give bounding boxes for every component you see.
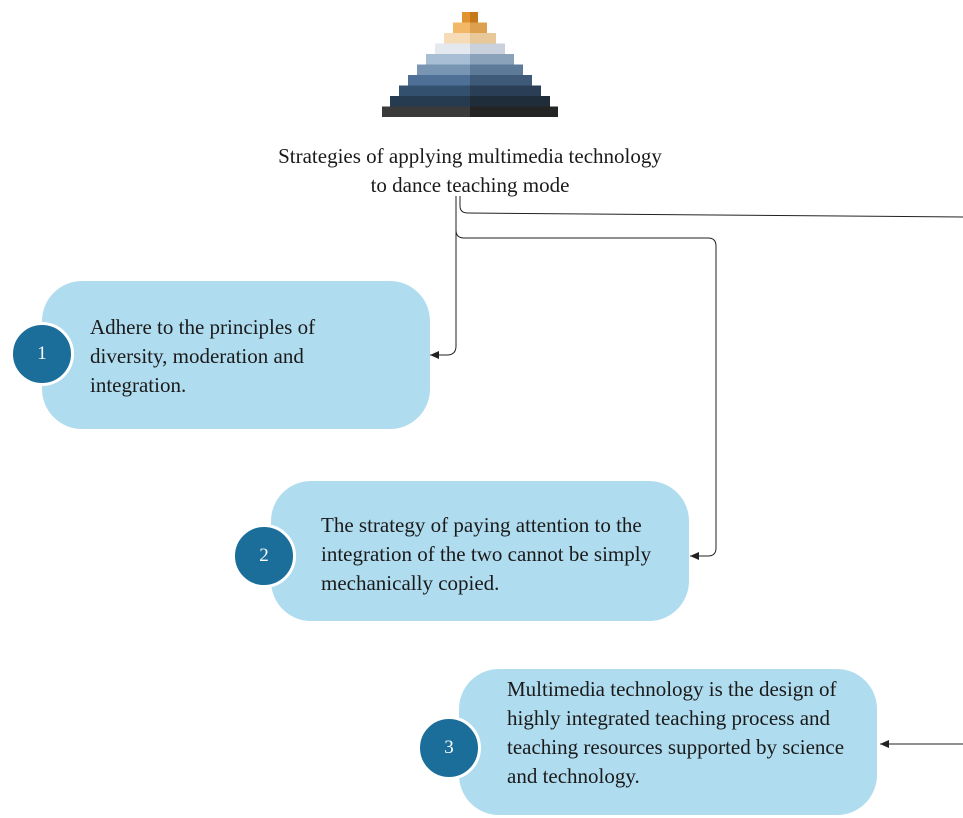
pyramid-tier-left	[408, 75, 470, 86]
pyramid-tier-left	[382, 106, 470, 117]
pyramid-tier-right	[470, 54, 514, 65]
connector-line-3-top	[459, 196, 963, 218]
pyramid-tier-left	[462, 12, 470, 23]
strategy-number-badge-2: 2	[232, 524, 296, 588]
diagram-title: Strategies of applying multimedia techno…	[278, 144, 662, 197]
pyramid-tier-right	[470, 22, 487, 33]
pyramid-tier-right	[470, 106, 558, 117]
pyramid-tier-right	[470, 75, 532, 86]
connector-arrow-2	[455, 196, 717, 560]
strategy-card-2: The strategy of paying attention to the …	[271, 481, 689, 621]
strategy-card-1: Adhere to the principles of diversity, m…	[42, 281, 430, 429]
pyramid-tier-left	[426, 54, 470, 65]
pyramid-tier-left	[390, 96, 470, 107]
strategy-text-2: The strategy of paying attention to the …	[321, 513, 652, 595]
stepped-pyramid-icon	[382, 12, 558, 117]
strategy-number-badge-3: 3	[417, 716, 481, 780]
connector-arrow-1	[430, 196, 457, 359]
strategy-card-3: Multimedia technology is the design of h…	[459, 669, 877, 815]
strategy-text-1: Adhere to the principles of diversity, m…	[90, 315, 316, 397]
pyramid-tier-left	[453, 22, 470, 33]
pyramid-tier-left	[417, 64, 470, 75]
strategy-number-badge-1: 1	[10, 322, 74, 386]
strategy-text-3: Multimedia technology is the design of h…	[507, 677, 845, 788]
pyramid-tier-left	[435, 43, 470, 54]
pyramid-tier-right	[470, 64, 523, 75]
pyramid-tier-right	[470, 43, 505, 54]
pyramid-tier-right	[470, 85, 541, 96]
pyramid-tier-right	[470, 96, 550, 107]
pyramid-tier-right	[470, 12, 478, 23]
pyramid-tier-right	[470, 33, 496, 44]
pyramid-tier-left	[444, 33, 470, 44]
pyramid-tier-left	[399, 85, 470, 96]
